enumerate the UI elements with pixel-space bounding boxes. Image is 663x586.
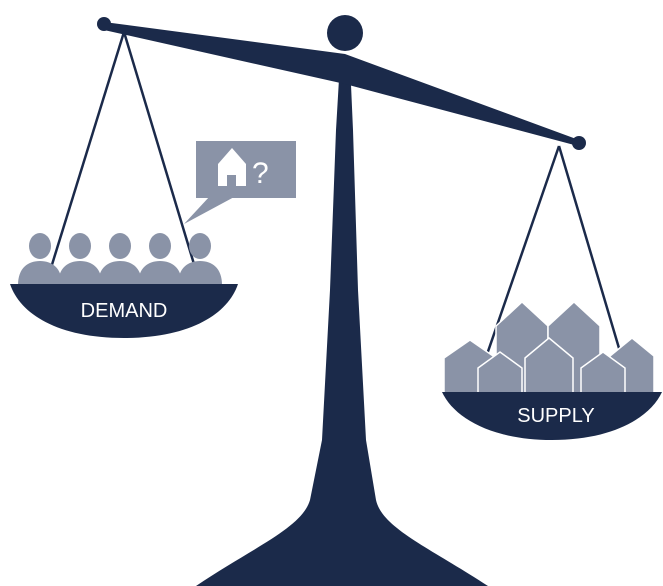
person-silhouette-icon	[18, 233, 62, 285]
demand-label: DEMAND	[81, 300, 168, 322]
scale-stand	[196, 15, 488, 586]
question-mark: ?	[252, 157, 269, 190]
supply-pan: SUPPLY	[442, 392, 662, 440]
person-silhouette-icon	[58, 233, 102, 285]
supply-label: SUPPLY	[517, 405, 594, 427]
scale-top-knob	[327, 15, 363, 51]
person-silhouette-icon	[138, 233, 182, 285]
beam-right-end	[572, 136, 586, 150]
scale-beam	[97, 17, 586, 150]
beam-left-end	[97, 17, 111, 31]
house-silhouette-icon	[477, 351, 523, 394]
house-silhouette-icon	[580, 351, 626, 394]
demand-people	[18, 233, 222, 285]
house-silhouette-icon	[524, 337, 574, 394]
person-silhouette-icon	[98, 233, 142, 285]
speech-bubble: ?	[184, 141, 296, 224]
person-silhouette-icon	[178, 233, 222, 285]
scale-column	[196, 62, 488, 586]
house-icon	[218, 148, 246, 186]
supply-houses	[443, 300, 655, 394]
demand-pan: DEMAND	[10, 284, 238, 338]
